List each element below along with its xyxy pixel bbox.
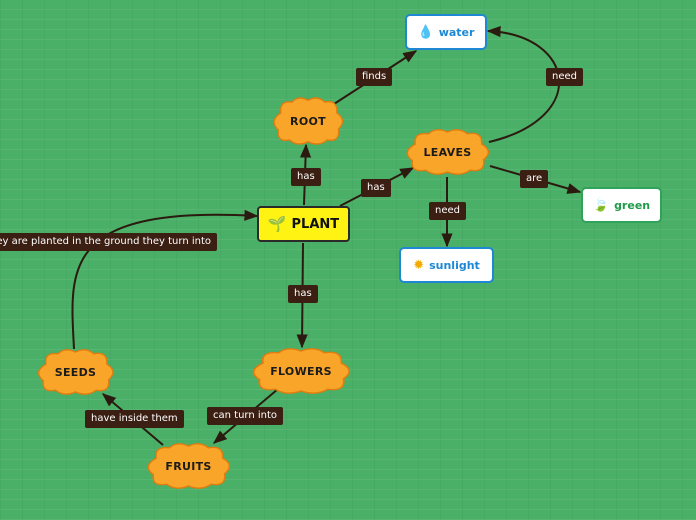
- node-label: sunlight: [429, 258, 480, 272]
- cloud-shape: [406, 129, 490, 175]
- node-label: FLOWERS: [270, 364, 332, 378]
- node-label: PLANT: [291, 216, 340, 232]
- cloud-shape: [147, 443, 231, 489]
- node-leaves[interactable]: LEAVES: [400, 126, 495, 178]
- node-label: LEAVES: [423, 145, 472, 159]
- link-label-root-water: finds: [356, 68, 393, 86]
- node-water[interactable]: 💧 water: [405, 14, 487, 50]
- cloud-shape: [273, 97, 344, 145]
- leaf-icon: 🍃: [592, 197, 610, 213]
- cloud-shape: [252, 348, 351, 394]
- node-label: FRUITS: [165, 459, 212, 473]
- node-label: water: [438, 25, 475, 39]
- link-label-leaves-green: are: [520, 170, 549, 188]
- link-label-fruits-seeds: have inside them: [85, 410, 184, 428]
- node-plant[interactable]: 🌱 PLANT: [257, 206, 350, 242]
- sun-icon: ✹: [413, 257, 425, 273]
- node-root[interactable]: ROOT: [268, 94, 348, 148]
- node-label: SEEDS: [54, 365, 97, 379]
- node-label: green: [614, 198, 651, 212]
- edge-leaves-water: [486, 25, 561, 143]
- link-label-seeds-plant: if they are planted in the ground they t…: [0, 233, 217, 251]
- link-label-plant-flowers: has: [288, 285, 318, 303]
- node-seeds[interactable]: SEEDS: [32, 346, 119, 398]
- link-label-leaves-water: need: [546, 68, 583, 86]
- node-fruits[interactable]: FRUITS: [141, 440, 236, 492]
- link-label-plant-root: has: [291, 168, 321, 186]
- node-green[interactable]: 🍃 green: [581, 187, 662, 223]
- link-label-plant-leaves: has: [361, 179, 391, 197]
- water-drop-icon: 💧: [417, 24, 434, 40]
- link-label-leaves-sunlight: need: [429, 202, 466, 220]
- link-label-flowers-fruits: can turn into: [207, 407, 284, 425]
- cloud-shape: [38, 349, 114, 395]
- node-label: ROOT: [290, 114, 326, 128]
- node-flowers[interactable]: FLOWERS: [245, 345, 357, 397]
- sprout-icon: 🌱: [267, 215, 287, 233]
- node-sunlight[interactable]: ✹ sunlight: [399, 247, 494, 283]
